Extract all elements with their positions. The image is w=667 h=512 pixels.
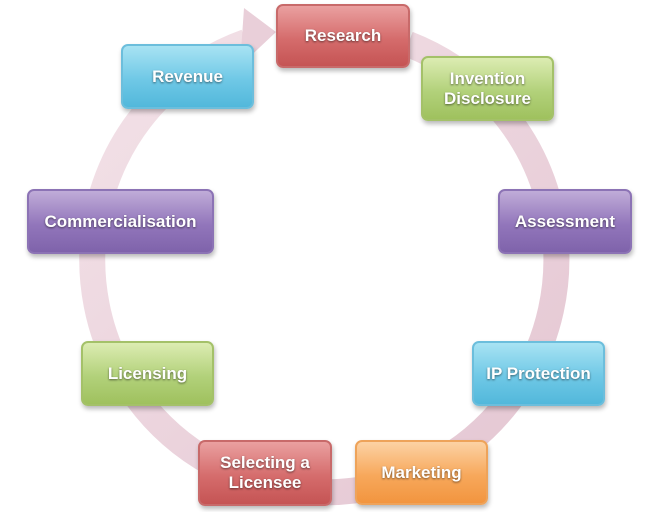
node-marketing: Marketing (355, 440, 488, 505)
node-commercialisation: Commercialisation (27, 189, 214, 254)
node-label: Selecting a Licensee (220, 453, 310, 492)
node-selecting-a-licensee: Selecting a Licensee (198, 440, 332, 506)
node-label: Licensing (107, 363, 188, 383)
node-revenue: Revenue (121, 44, 254, 109)
node-invention-disclosure: Invention Disclosure (421, 56, 554, 121)
node-label: Commercialisation (44, 211, 197, 231)
node-label: IP Protection (486, 363, 591, 383)
node-assessment: Assessment (498, 189, 632, 254)
node-label: Invention Disclosure (444, 68, 531, 108)
node-label: Revenue (152, 66, 223, 86)
node-licensing: Licensing (81, 341, 214, 406)
node-label: Marketing (381, 462, 462, 482)
node-label: Assessment (514, 211, 616, 231)
node-research: Research (276, 4, 410, 68)
node-ip-protection: IP Protection (472, 341, 605, 406)
node-label: Research (304, 26, 382, 45)
